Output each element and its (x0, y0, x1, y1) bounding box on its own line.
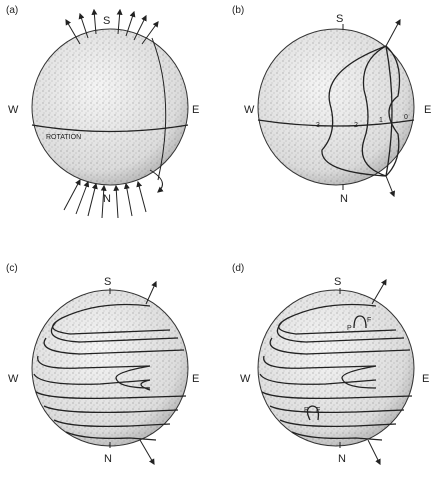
panel-d-west-label: W (240, 373, 251, 385)
panel-a-globe (32, 29, 188, 185)
panel-c-west-label: W (8, 373, 19, 385)
panel-b-line-number-0: 0 (404, 114, 408, 121)
panel-b-globe (258, 29, 414, 185)
panel-c-arrow-bottom (140, 440, 154, 464)
panel-d-south-label: S (334, 276, 341, 288)
panel-b-north-label: N (340, 193, 348, 205)
panel-a-west-label: W (8, 104, 19, 116)
panel-c-arrow-top (146, 282, 156, 304)
panel-c-label: (c) (6, 263, 18, 274)
panel-a-east-label: E (192, 104, 199, 116)
panel-b-line-number-3: 3 (316, 122, 320, 129)
panel-c-east-label: E (192, 373, 199, 385)
panel-b-west-label: W (244, 104, 255, 116)
panel-d-loop-label-p-upper: P (347, 325, 352, 332)
panel-c: (c) S N W E (6, 263, 199, 465)
panel-d-loop-label-p-lower: P (304, 407, 309, 414)
panel-d-north-label: N (338, 453, 346, 465)
panel-c-north-label: N (104, 453, 112, 465)
panel-a-label: (a) (6, 5, 18, 16)
panel-a-north-label: N (103, 193, 111, 205)
panel-b-arrow-top (386, 20, 400, 46)
panel-a-south-label: S (103, 15, 110, 27)
panel-b-arrow-bottom (386, 176, 394, 196)
panel-b-south-label: S (336, 13, 343, 25)
panel-d-loop-label-f-lower: F (316, 407, 320, 414)
panel-d-arrow-bottom (368, 440, 380, 464)
panel-b-label: (b) (232, 5, 244, 16)
panel-b: (b) S N W E 3 2 1 0 (232, 5, 431, 205)
panel-a-rotation-label: ROTATION (46, 134, 81, 141)
panel-b-line-number-2: 2 (354, 122, 358, 129)
panel-d-arrow-top (372, 280, 386, 304)
panel-b-line-number-1: 1 (379, 117, 383, 124)
panel-a: (a) S N W E ROTATION (6, 5, 199, 218)
panel-d-loop-label-f-upper: F (367, 317, 371, 324)
panel-b-east-label: E (424, 104, 431, 116)
panel-d-east-label: E (422, 373, 429, 385)
panel-d-label: (d) (232, 263, 244, 274)
panel-d: (d) S N W E P F P F (232, 263, 429, 465)
panel-c-south-label: S (104, 276, 111, 288)
